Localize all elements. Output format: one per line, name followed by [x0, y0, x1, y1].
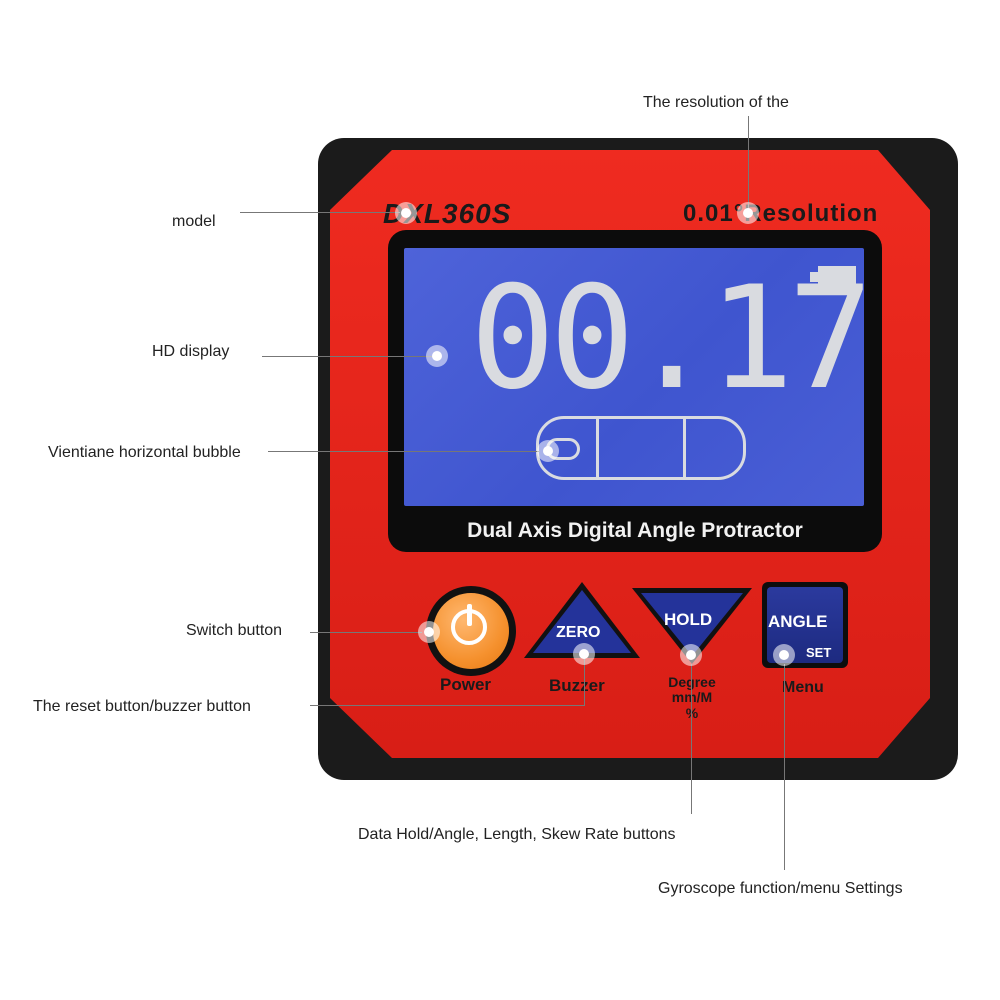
- callout-dot: [426, 345, 448, 367]
- callout-hd-display: HD display: [152, 343, 230, 360]
- menu-label: Menu: [782, 679, 824, 696]
- callout-line: [268, 451, 540, 452]
- screen-caption: Dual Axis Digital Angle Protractor: [467, 519, 803, 542]
- callout-dot: [395, 202, 417, 224]
- callout-line: [784, 664, 785, 870]
- callout-dot: [737, 202, 759, 224]
- callout-hold: Data Hold/Angle, Length, Skew Rate butto…: [358, 826, 676, 843]
- unit-mode-label: Degree mm/M %: [662, 674, 722, 721]
- vial-divider: [683, 419, 686, 477]
- callout-switch: Switch button: [186, 622, 283, 639]
- callout-model: model: [172, 213, 216, 230]
- hold-button-label: HOLD: [664, 610, 713, 629]
- hold-button[interactable]: [632, 588, 752, 664]
- angle-button-label: ANGLE: [768, 612, 828, 631]
- battery-icon: [818, 266, 856, 288]
- mm-text: mm/M: [662, 689, 722, 705]
- power-icon-bar: [467, 604, 472, 626]
- callout-dot: [773, 644, 795, 666]
- callout-line: [310, 705, 585, 706]
- percent-text: %: [662, 705, 722, 721]
- callout-line: [584, 654, 585, 705]
- angle-reading: 00.17: [470, 256, 873, 421]
- callout-line: [262, 356, 432, 357]
- power-label: Power: [440, 675, 492, 694]
- callout-resolution: The resolution of the: [643, 94, 789, 111]
- callout-dot: [418, 621, 440, 643]
- callout-reset: The reset button/buzzer button: [33, 698, 251, 715]
- buzzer-label: Buzzer: [549, 676, 605, 695]
- callout-line: [310, 632, 422, 633]
- callout-bubble: Vientiane horizontal bubble: [48, 444, 241, 461]
- degree-text: Degree: [668, 674, 716, 690]
- callout-gyro: Gyroscope function/menu Settings: [658, 880, 903, 897]
- zero-button-label: ZERO: [556, 624, 601, 641]
- callout-dot: [573, 643, 595, 665]
- battery-tip: [810, 272, 818, 282]
- callout-line: [748, 116, 749, 212]
- callout-line: [240, 212, 400, 213]
- zero-button[interactable]: [522, 580, 642, 660]
- set-button-label: SET: [806, 645, 832, 660]
- resolution-label: 0.01°Resolution: [683, 200, 879, 227]
- callout-dot: [680, 644, 702, 666]
- lcd-display: [404, 248, 864, 506]
- vial-divider: [596, 419, 599, 477]
- callout-line: [691, 664, 692, 814]
- callout-dot: [537, 440, 559, 462]
